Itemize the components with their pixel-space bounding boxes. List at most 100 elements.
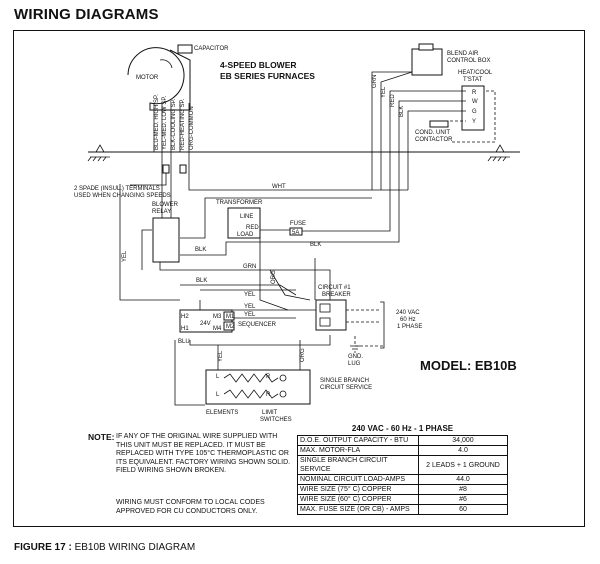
spec-label: MAX. FUSE SIZE (OR CB) - AMPS <box>297 504 419 515</box>
wire-blk-tstat: BLK <box>399 106 405 117</box>
spec-value: #6 <box>418 494 508 505</box>
seq-m4: M4 <box>213 326 222 332</box>
blower-relay-label-1: BLOWER <box>152 202 179 208</box>
transformer-line: LINE <box>240 214 253 220</box>
capacitor <box>177 44 193 54</box>
transformer-load: LOAD <box>237 232 254 238</box>
tstat-label-1: HEAT/COOL <box>458 70 493 76</box>
figure-number: FIGURE 17 : <box>14 542 72 553</box>
seq-h1: H1 <box>181 326 189 332</box>
motor-label: MOTOR <box>136 75 159 81</box>
diagram-heading-line1: 4-SPEED BLOWER <box>220 60 297 70</box>
motor-leads <box>153 103 190 152</box>
wire-blu: BLU <box>178 339 190 345</box>
seq-24v: 24V <box>200 321 211 327</box>
wire-blk-cooling: BLK-COOLING SP. <box>171 98 177 150</box>
model-label: MODEL: EB10B <box>420 358 517 373</box>
supply-vac: 240 VAC <box>396 310 420 316</box>
limit-label-1: LIMIT <box>262 410 278 416</box>
spade-terminals <box>130 164 187 186</box>
wire-yel-element: YEL <box>218 350 224 362</box>
cond-unit-contactor <box>429 120 449 128</box>
ground-symbol-left <box>87 144 110 162</box>
wiring-note: NOTE: IF ANY OF THE ORIGINAL WIRE SUPPLI… <box>88 432 295 476</box>
gnd-label-2: LUG <box>348 361 361 367</box>
blend-air-label-1: BLEND AIR <box>447 51 479 57</box>
spec-label: MAX. MOTOR-FLA <box>297 445 419 456</box>
tstat-terminal-r: R <box>472 90 477 96</box>
wire-wht: WHT <box>272 184 286 190</box>
figure-caption-text: EB10B WIRING DIAGRAM <box>74 542 196 553</box>
element-r-2: R <box>266 392 271 398</box>
wht-wire <box>188 152 408 191</box>
element-l-1: L <box>216 374 220 380</box>
spade-label-2: USED WHEN CHANGING SPEEDS <box>74 193 171 199</box>
ground-symbol-right <box>487 144 510 162</box>
element-coil-top <box>223 373 279 383</box>
blower-motor <box>127 47 191 111</box>
wire-blk-sequencer: BLK <box>196 278 207 284</box>
spec-label: SINGLE BRANCH CIRCUIT SERVICE <box>297 455 419 475</box>
breaker-label-2: BREAKER <box>322 292 351 298</box>
supply-hz: 60 Hz <box>400 317 416 323</box>
note-label: NOTE: <box>88 432 115 442</box>
wire-blu-med-high: BLU-MED. HIGH SP. <box>154 94 160 150</box>
spec-value: 60 <box>418 504 508 515</box>
sequencer <box>179 309 233 333</box>
field-wiring-supply <box>346 301 385 353</box>
element-l-2: L <box>216 392 220 398</box>
diagram-frame <box>13 30 585 527</box>
cond-label-2: CONTACTOR <box>415 137 453 143</box>
table-row: WIRE SIZE (60° C) COPPER#6 <box>297 494 508 505</box>
element-coil-bottom <box>223 389 279 399</box>
wire-yel-1: YEL <box>244 292 256 298</box>
blend-air-control-box <box>411 48 443 76</box>
wire-yel-med-low: YEL-MED. LOW SP. <box>162 95 168 150</box>
wire-yel-vertical: YEL <box>122 250 128 262</box>
cond-label-1: COND. UNIT <box>415 130 450 136</box>
wire-yel-3: YEL <box>244 312 256 318</box>
gnd-label-1: GND. <box>348 354 363 360</box>
wire-grn-control: GRN <box>243 264 256 270</box>
supply-phase: 1 PHASE <box>397 324 422 330</box>
element-r-1: R <box>266 374 271 380</box>
fuse <box>289 227 303 236</box>
spade-label-1: 2 SPADE (INSUL.) TERMINALS <box>74 186 160 192</box>
spec-value: 44.0 <box>418 474 508 485</box>
transformer <box>227 207 261 239</box>
spec-value: #8 <box>418 484 508 495</box>
spec-label: WIRE SIZE (75° C) COPPER <box>297 484 419 495</box>
spec-label: D.O.E. OUTPUT CAPACITY - BTU <box>297 435 419 446</box>
wire-red-heating: RED-HEATING SP. <box>180 98 186 150</box>
page-title: WIRING DIAGRAMS <box>14 6 159 23</box>
spec-label: NOMINAL CIRCUIT LOAD-AMPS <box>297 474 419 485</box>
wire-red-control: RED <box>246 225 259 231</box>
blend-air-label-2: CONTROL BOX <box>447 58 490 64</box>
seq-m1: M1 <box>226 314 235 320</box>
wire-yel-2: YEL <box>244 304 256 310</box>
transformer-label: TRANSFORMER <box>216 200 263 206</box>
elements-label: ELEMENTS <box>206 410 238 416</box>
heat-cool-thermostat <box>461 85 485 131</box>
seq-m3: M3 <box>213 314 222 320</box>
spec-value: 4.0 <box>418 445 508 456</box>
wire-org-1: ORG <box>271 270 277 284</box>
tstat-terminal-y: Y <box>472 119 476 125</box>
tstat-label-2: T'STAT <box>463 77 483 83</box>
breaker-label-1: CIRCUIT #1 <box>318 285 351 291</box>
circuit-breaker <box>315 299 347 331</box>
wire-org-common: ORG-COMMON <box>189 106 195 150</box>
heating-elements <box>205 369 311 405</box>
seq-m2: M2 <box>226 324 235 330</box>
conform-note: WIRING MUST CONFORM TO LOCAL CODES APPRO… <box>116 499 265 515</box>
wire-blk-control: BLK <box>195 247 206 253</box>
wire-blk-control-2: BLK <box>310 242 321 248</box>
tstat-terminal-w: W <box>472 99 478 105</box>
blower-relay <box>152 217 180 263</box>
